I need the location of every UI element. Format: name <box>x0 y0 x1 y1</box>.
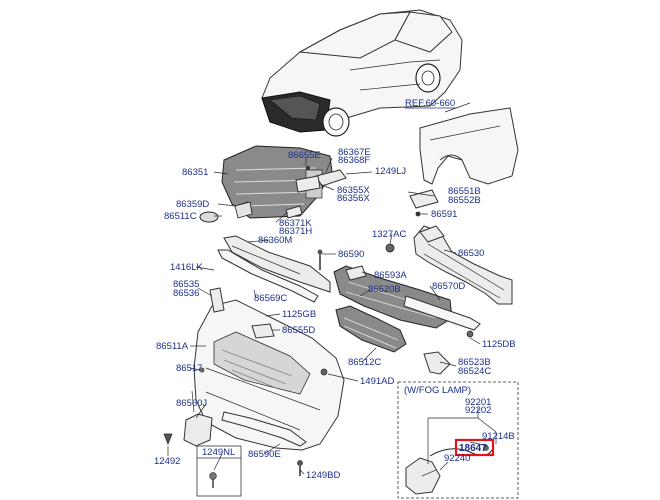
label-86535: 86535 <box>173 279 199 290</box>
lower-grille <box>335 305 407 353</box>
label-86356X: 86356X <box>337 193 370 204</box>
bumper-cover <box>193 299 345 451</box>
emblem <box>199 211 219 223</box>
label-92201: 92201 <box>465 397 491 408</box>
label-86351: 86351 <box>182 167 208 178</box>
label-86655E: 86655E <box>288 150 321 161</box>
label-1125GB: 1125GB <box>282 309 316 320</box>
fender-illustration <box>419 107 519 185</box>
label-12492: 12492 <box>154 456 180 467</box>
label-86536: 86536 <box>173 288 199 299</box>
label-86371H: 86371H <box>279 226 312 237</box>
label-86523B: 86523B <box>458 357 491 368</box>
fender-bracket <box>409 189 439 209</box>
label-86590E: 86590E <box>248 449 281 460</box>
label-86524C: 86524C <box>458 366 491 377</box>
label-86360M: 86360M <box>258 235 292 246</box>
label-92202: 92202 <box>465 405 491 416</box>
label-86517: 86517 <box>176 363 202 374</box>
label-86359D: 86359D <box>176 199 209 210</box>
label-86511A: 86511A <box>156 341 189 352</box>
label-ref: REF.60-660 <box>405 98 455 109</box>
label-1416LK: 1416LK <box>170 262 203 273</box>
grille-brackets <box>285 166 347 219</box>
label-1249LJ: 1249LJ <box>375 166 406 177</box>
label-86590: 86590 <box>338 249 364 260</box>
label-91214B: 91214B <box>482 431 515 442</box>
label-1491AD: 1491AD <box>360 376 394 387</box>
part-highlight-box <box>454 438 495 457</box>
label-1249BD: 1249BD <box>306 470 340 481</box>
label-86593A: 86593A <box>374 270 407 281</box>
1249NL-box <box>196 445 242 497</box>
label-86552B: 86552B <box>448 195 481 206</box>
label-86570D: 86570D <box>432 281 465 292</box>
label-86551B: 86551B <box>448 186 481 197</box>
upper-garnish <box>217 235 331 303</box>
label-86355X: 86355X <box>337 185 370 196</box>
label-1249NL: 1249NL <box>202 447 235 458</box>
fog-lamp-inset <box>397 381 519 499</box>
label-86511C: 86511C <box>164 211 197 222</box>
label-1125DB: 1125DB <box>482 339 516 350</box>
bumper-beam <box>413 225 513 305</box>
label-86530: 86530 <box>458 248 484 259</box>
label-86512C: 86512C <box>348 357 381 368</box>
part-labels: REF.60-660 86655E 86367E 86368F 1249LJ 8… <box>154 98 516 497</box>
label-86371K: 86371K <box>279 218 312 229</box>
label-fog-lamp: (W/FOG LAMP) <box>404 385 471 396</box>
label-92240: 92240 <box>444 453 470 464</box>
label-86367E: 86367E <box>338 147 371 158</box>
label-18647: 18647 <box>459 443 487 454</box>
label-86555D: 86555D <box>282 325 315 336</box>
label-86368F: 86368F <box>338 155 370 166</box>
fog-lamp-assembly <box>405 445 493 495</box>
car-illustration <box>261 9 463 137</box>
label-86520B: 86520B <box>368 284 401 295</box>
label-86591: 86591 <box>431 209 457 220</box>
label-86560J: 86560J <box>176 398 207 409</box>
plate-bracket <box>183 413 213 447</box>
label-1327AC: 1327AC <box>372 229 406 240</box>
label-86569C: 86569C <box>254 293 287 304</box>
fog-cover <box>423 351 451 375</box>
leader-lines <box>167 102 497 475</box>
